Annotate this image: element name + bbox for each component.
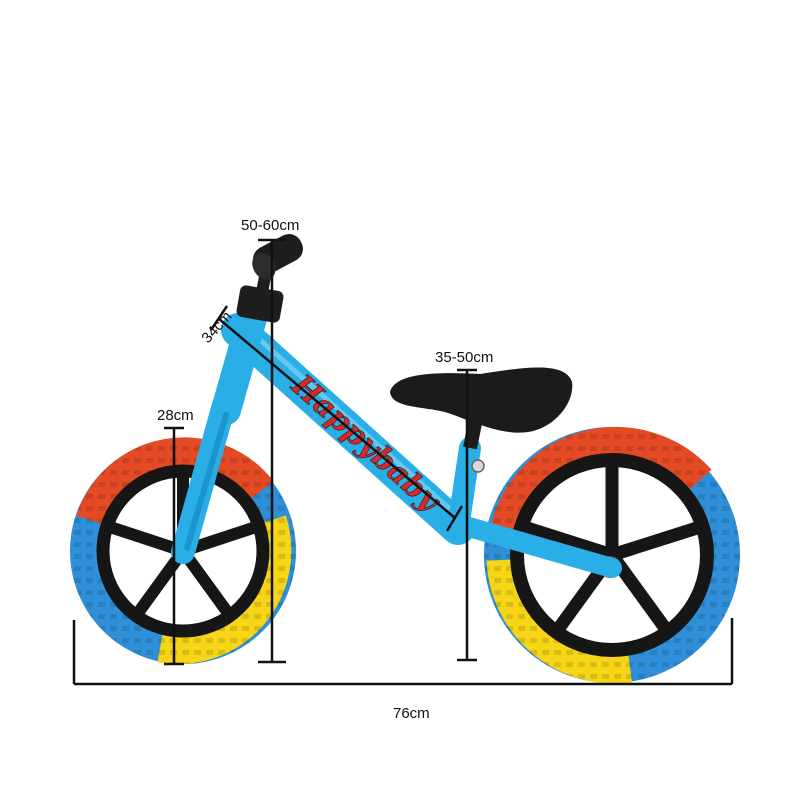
- head-tube: [211, 303, 267, 425]
- chain-stay: [445, 513, 622, 578]
- front-fork: [171, 393, 236, 564]
- seat-clamp-bolt: [471, 459, 485, 473]
- frame-length-line: [217, 317, 456, 519]
- total-length-label: 76cm: [393, 705, 430, 722]
- front-tire-tread: [70, 438, 296, 664]
- frame-length-tick-top: [209, 305, 229, 331]
- front-wheel: [70, 437, 296, 665]
- rear-tire-tread: [484, 427, 740, 683]
- seat-height-label: 35-50cm: [435, 349, 493, 366]
- handlebar-height-label: 50-60cm: [241, 217, 299, 234]
- front-fork-shade: [184, 412, 229, 551]
- seat-saddle: [390, 367, 573, 433]
- grip-end-cap: [252, 252, 276, 280]
- wheel-diameter-label: 28cm: [157, 407, 194, 424]
- down-tube-highlight: [237, 319, 463, 521]
- dimension-annotations: [72, 238, 734, 686]
- frame-length-tick-bottom: [445, 505, 464, 532]
- seat: [390, 367, 573, 450]
